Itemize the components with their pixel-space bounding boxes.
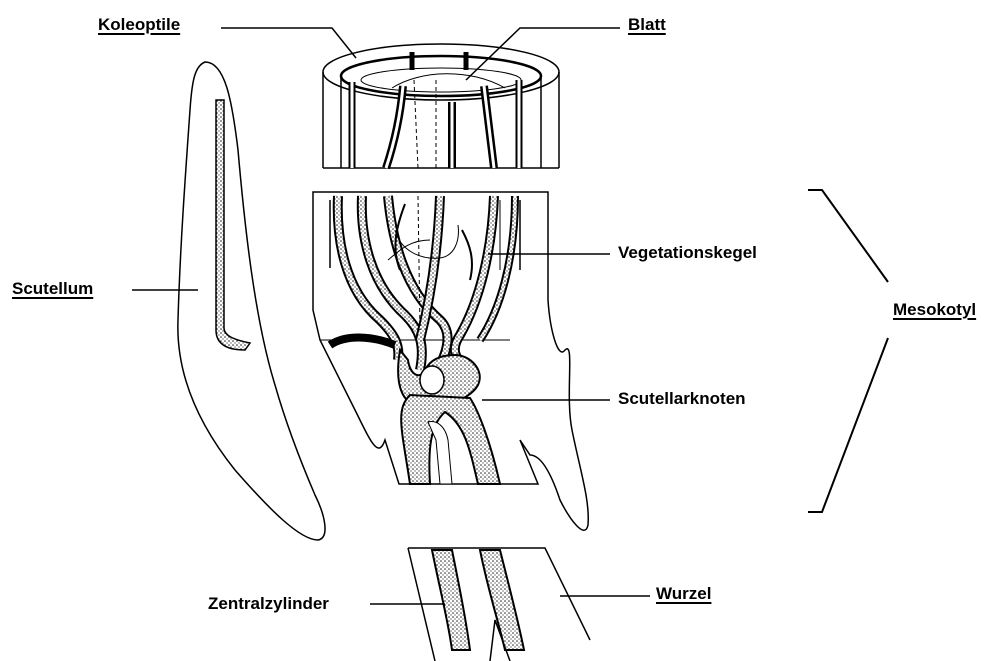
label-koleoptile: Koleoptile [98, 15, 180, 35]
label-zentralzylinder: Zentralzylinder [208, 594, 329, 614]
mesokotyl-bracket [808, 190, 888, 512]
label-blatt: Blatt [628, 15, 666, 35]
koleoptile-section [323, 44, 559, 168]
label-vegetationskegel: Vegetationskegel [618, 243, 757, 263]
label-wurzel: Wurzel [656, 584, 711, 604]
label-scutellarknoten: Scutellarknoten [618, 389, 746, 409]
label-scutellum: Scutellum [12, 279, 93, 299]
label-mesokotyl: Mesokotyl [893, 300, 976, 320]
scutellum-outline [178, 62, 325, 540]
mesokotyl-section [313, 192, 588, 530]
leader-lines [132, 28, 650, 604]
